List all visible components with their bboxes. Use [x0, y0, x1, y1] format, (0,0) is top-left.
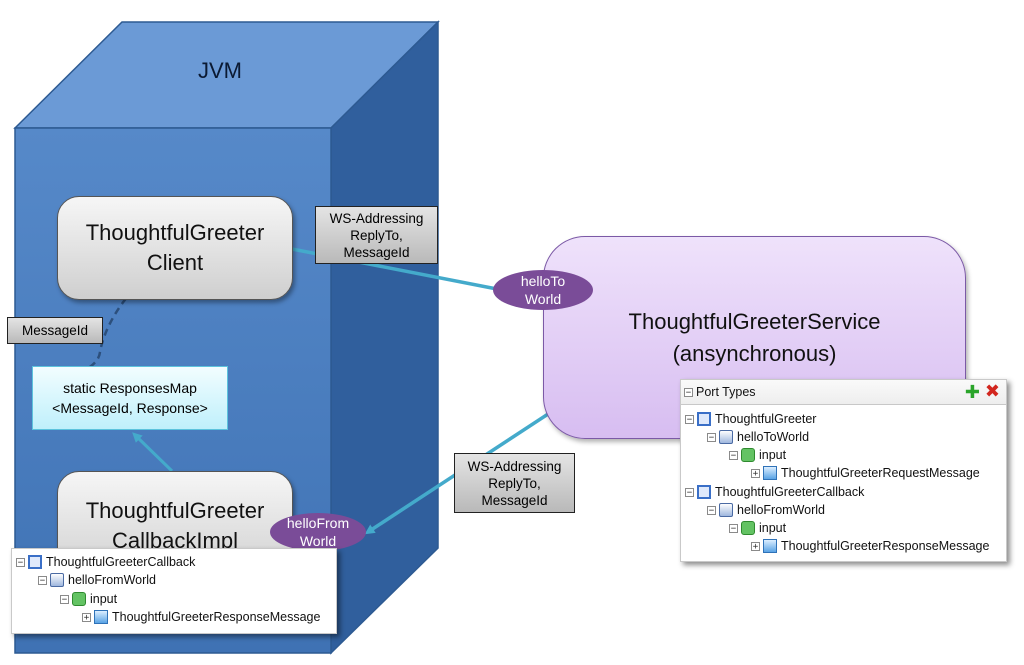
tree-label: ThoughtfulGreeterResponseMessage	[781, 539, 990, 553]
port-type-icon	[697, 412, 711, 426]
tree-row-operation[interactable]: − helloFromWorld	[707, 501, 825, 519]
collapse-icon[interactable]: −	[685, 414, 694, 425]
jvm-box-side	[330, 20, 439, 655]
tree-row-input[interactable]: − input	[729, 519, 786, 537]
tree-label: ThoughtfulGreeterResponseMessage	[112, 610, 321, 624]
responses-map-line2: <MessageId, Response>	[52, 400, 208, 416]
tree-row-operation[interactable]: − helloToWorld	[707, 428, 809, 446]
tree-row-port-type[interactable]: − ThoughtfulGreeter	[685, 410, 816, 428]
callback-label-line1: ThoughtfulGreeter	[85, 498, 265, 523]
port-types-title[interactable]: − Port Types	[684, 385, 756, 399]
collapse-icon[interactable]: −	[729, 450, 738, 461]
hello-to-world-line2: World	[524, 291, 562, 307]
plus-icon[interactable]: ✚	[964, 382, 980, 402]
wsa-request-line2: ReplyTo,	[350, 227, 403, 243]
tree-label: ThoughtfulGreeterCallback	[46, 555, 196, 569]
operation-icon	[50, 573, 64, 587]
service-label-line2: (ansynchronous)	[672, 340, 837, 366]
x-icon[interactable]: ✖	[984, 381, 1000, 401]
tree-label: input	[759, 448, 787, 462]
tree-row-message[interactable]: + ThoughtfulGreeterResponseMessage	[82, 608, 320, 626]
jvm-label: JVM	[198, 58, 242, 83]
tree-row-input[interactable]: − input	[60, 590, 117, 608]
collapse-icon[interactable]: −	[38, 575, 47, 586]
map-update-arrow	[132, 432, 174, 473]
wsa-request-line1: WS-Addressing	[329, 210, 424, 226]
client-label-line2: Client	[146, 250, 204, 275]
responses-map-line1: static ResponsesMap	[63, 380, 197, 396]
message-id-label: MessageId	[7, 317, 103, 344]
expand-icon[interactable]: +	[751, 468, 760, 479]
tree-row-message[interactable]: + ThoughtfulGreeterResponseMessage	[751, 537, 989, 555]
responses-map-box: static ResponsesMap <MessageId, Response…	[32, 366, 228, 430]
collapse-icon[interactable]: −	[684, 387, 693, 398]
port-types-panel: − Port Types ✚ ✖ − ThoughtfulGreeter − h…	[680, 379, 1007, 562]
service-label-line1: ThoughtfulGreeterService	[628, 308, 881, 334]
port-type-icon	[28, 555, 42, 569]
collapse-icon[interactable]: −	[707, 432, 716, 443]
tree-row-port-type[interactable]: − ThoughtfulGreeterCallback	[685, 483, 864, 501]
expand-icon[interactable]: +	[82, 612, 91, 623]
tree-row-operation[interactable]: − helloFromWorld	[38, 571, 156, 589]
collapse-icon[interactable]: −	[729, 523, 738, 534]
port-types-title-text: Port Types	[696, 385, 756, 399]
port-type-icon	[697, 485, 711, 499]
tree-label: helloFromWorld	[68, 573, 156, 587]
input-icon	[741, 521, 755, 535]
tree-label: ThoughtfulGreeterRequestMessage	[781, 466, 980, 480]
wsa-response-line1: WS-Addressing	[467, 458, 562, 474]
message-icon	[763, 466, 777, 480]
wsa-response-line3: MessageId	[481, 492, 548, 508]
tree-label: ThoughtfulGreeterCallback	[715, 485, 865, 499]
client-label-line1: ThoughtfulGreeter	[85, 220, 265, 245]
hello-from-world-message: helloFrom World	[270, 513, 366, 551]
collapse-icon[interactable]: −	[685, 487, 694, 498]
tree-row-port-type[interactable]: − ThoughtfulGreeterCallback	[16, 553, 195, 571]
tree-label: input	[759, 521, 787, 535]
thoughtful-greeter-client-node: ThoughtfulGreeter Client	[57, 196, 293, 300]
collapse-icon[interactable]: −	[60, 594, 69, 605]
tree-label: ThoughtfulGreeter	[715, 412, 817, 426]
hello-to-world-line1: helloTo	[520, 273, 566, 289]
callback-port-type-tree: − ThoughtfulGreeterCallback − helloFromW…	[11, 548, 337, 634]
input-icon	[72, 592, 86, 606]
operation-icon	[719, 503, 733, 517]
collapse-icon[interactable]: −	[707, 505, 716, 516]
tree-row-message[interactable]: + ThoughtfulGreeterRequestMessage	[751, 464, 980, 482]
port-types-header: − Port Types ✚ ✖	[681, 380, 1006, 405]
expand-icon[interactable]: +	[751, 541, 760, 552]
ws-addressing-response-label: WS-Addressing ReplyTo, MessageId	[454, 453, 575, 513]
message-icon	[763, 539, 777, 553]
tree-row-input[interactable]: − input	[729, 446, 786, 464]
operation-icon	[719, 430, 733, 444]
hello-to-world-message: helloTo World	[493, 270, 593, 310]
hello-from-world-line1: helloFrom	[286, 515, 350, 531]
tree-label: helloToWorld	[737, 430, 810, 444]
collapse-icon[interactable]: −	[16, 557, 25, 568]
wsa-response-line2: ReplyTo,	[488, 475, 541, 491]
tree-label: helloFromWorld	[737, 503, 825, 517]
wsa-request-line3: MessageId	[343, 244, 410, 260]
input-icon	[741, 448, 755, 462]
message-icon	[94, 610, 108, 624]
hello-from-world-line2: World	[299, 533, 337, 549]
ws-addressing-request-label: WS-Addressing ReplyTo, MessageId	[315, 206, 438, 264]
tree-label: input	[90, 592, 118, 606]
